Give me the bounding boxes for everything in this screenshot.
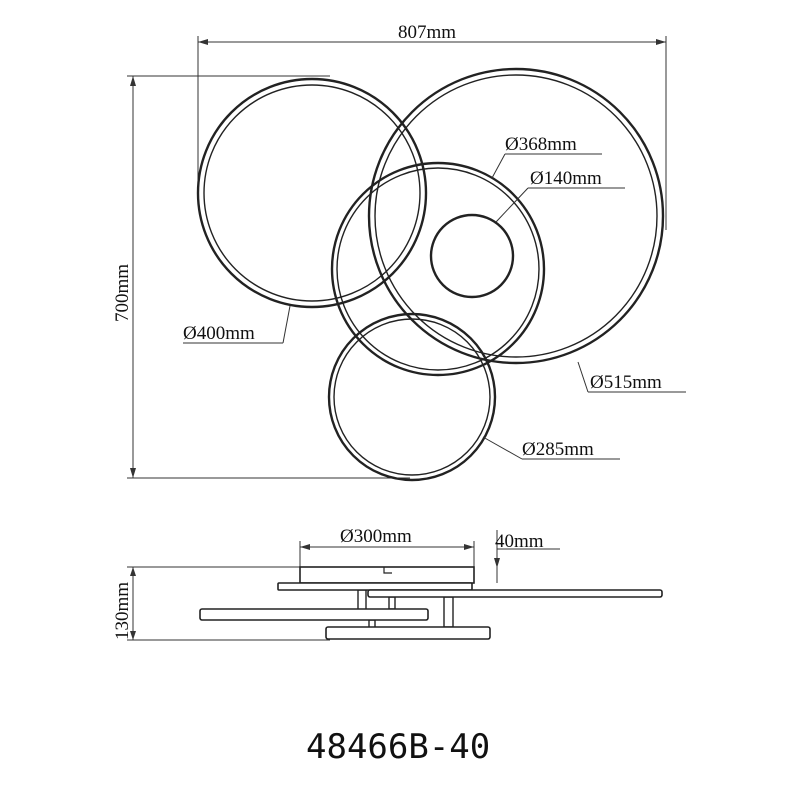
height-dimension: 700mm: [112, 75, 410, 479]
ring-515-callout: Ø515mm: [577, 361, 686, 393]
width-label: 807mm: [398, 22, 456, 43]
top-view: 807mm 700mm: [112, 22, 686, 482]
width-dimension: 807mm: [197, 22, 667, 230]
canopy-dimension: Ø300mm: [299, 526, 475, 583]
ring-285: [327, 312, 497, 482]
bar-middle: [199, 608, 429, 621]
center-140-label: Ø140mm: [530, 168, 602, 189]
ring-285-callout: Ø285mm: [482, 436, 620, 460]
ring-515: [367, 67, 665, 365]
side-view: Ø300mm 40mm 130mm: [112, 526, 663, 641]
side-height-dimension: 130mm: [112, 566, 330, 641]
canopy-label: Ø300mm: [340, 526, 412, 547]
ring-368-label: Ø368mm: [505, 134, 577, 155]
bar-bottom: [325, 626, 491, 640]
ring-368: [330, 161, 546, 377]
center-140-callout: Ø140mm: [495, 168, 625, 223]
model-number: 48466B-40: [306, 727, 490, 767]
bar-top: [277, 582, 473, 591]
bar-top-right: [367, 589, 663, 598]
canopy: [299, 566, 475, 584]
ring-400-callout: Ø400mm: [183, 305, 291, 344]
ring-400-label: Ø400mm: [183, 323, 255, 344]
center-disc-140: [429, 213, 515, 299]
height-label: 700mm: [112, 264, 133, 322]
side-height-label: 130mm: [112, 582, 133, 640]
ring-368-callout: Ø368mm: [491, 134, 602, 179]
ring-bars: [199, 582, 663, 640]
ring-285-label: Ø285mm: [522, 439, 594, 460]
canopy-height-label: 40mm: [495, 531, 544, 552]
ring-515-label: Ø515mm: [590, 372, 662, 393]
ring-400: [196, 77, 428, 309]
canopy-height-dimension: 40mm: [494, 530, 560, 583]
